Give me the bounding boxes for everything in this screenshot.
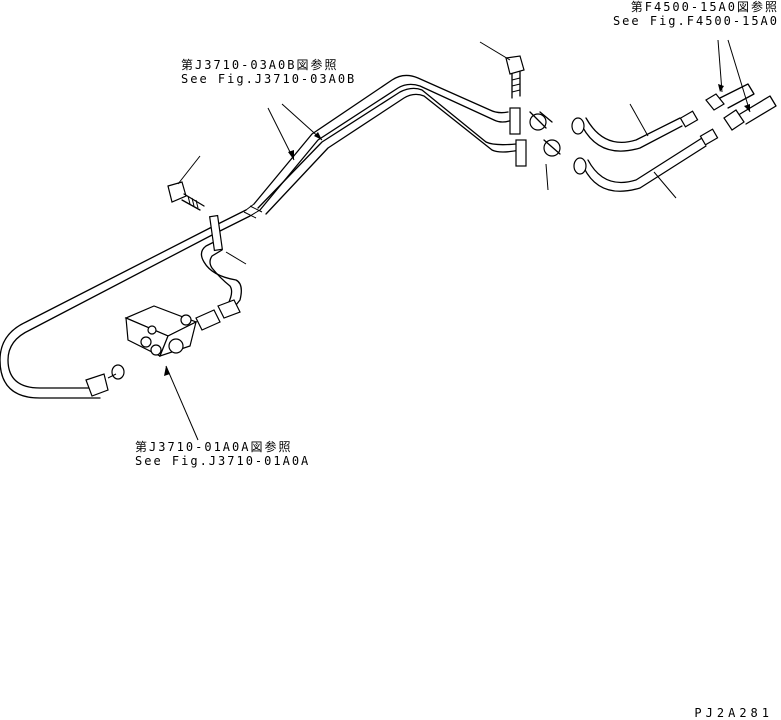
reference-j3710-01: 第J3710-01A0A図参照 See Fig.J3710-01A0A — [135, 440, 310, 468]
branch-pipe — [200, 239, 247, 311]
right-fittings — [529, 111, 561, 191]
bolt-top — [479, 41, 525, 99]
reference-f4500-en: See Fig.F4500-15A0 — [612, 14, 779, 28]
reference-f4500-jp: 第F4500-15A0図参照 — [630, 0, 779, 14]
main-pipe-assembly — [0, 74, 521, 399]
reference-f4500: 第F4500-15A0図参照 See Fig.F4500-15A0 — [613, 0, 779, 28]
clamp-left — [208, 214, 224, 252]
drawing-code: PJ2A281 — [694, 706, 773, 720]
bolt-left — [167, 155, 205, 211]
hoses — [571, 103, 719, 199]
reference-j3710-01-en: See Fig.J3710-01A0A — [135, 454, 311, 468]
clamp-right — [509, 107, 527, 167]
reference-j3710-03-jp: 第J3710-03A0B図参照 — [181, 58, 339, 72]
reference-j3710-03: 第J3710-03A0B図参照 See Fig.J3710-03A0B — [181, 58, 356, 86]
leader-j3710-03 — [267, 103, 323, 161]
reference-j3710-03-en: See Fig.J3710-03A0B — [181, 72, 357, 86]
valve-assembly — [85, 299, 241, 441]
reference-j3710-01-jp: 第J3710-01A0A図参照 — [135, 440, 293, 454]
adapters-top-right — [705, 39, 777, 131]
